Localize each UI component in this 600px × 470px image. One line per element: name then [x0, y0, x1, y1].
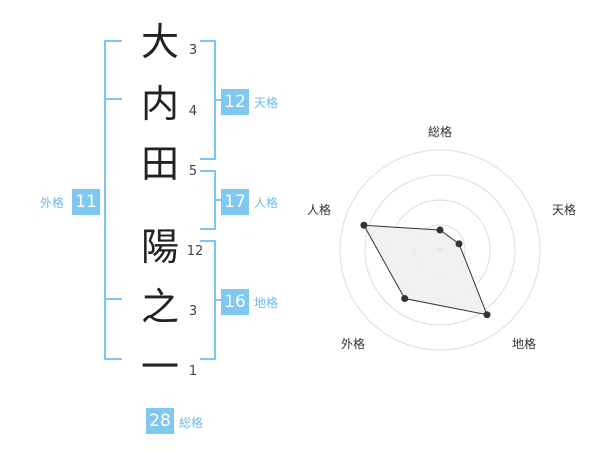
- tenkaku-value: 12: [221, 89, 249, 115]
- stroke-count-5: 3: [188, 304, 198, 319]
- chikaku-bracket-tick: [216, 299, 224, 301]
- gaikaku-bracket-tick: [104, 298, 122, 300]
- radar-point-5: [360, 221, 368, 229]
- gaikaku-value: 11: [72, 189, 100, 215]
- chikaku-label: 地格: [254, 296, 279, 310]
- name-char-1: 大: [140, 20, 179, 64]
- radar-axis-label-gaikaku: 外格: [340, 337, 365, 351]
- radar-grid-ring: [339, 149, 541, 351]
- radar-point-2: [455, 240, 463, 248]
- soukaku-value: 28: [146, 408, 174, 434]
- stroke-count-1: 3: [188, 43, 198, 58]
- radar-axis-label-tenkaku: 天格: [551, 203, 576, 217]
- gaikaku-bracket-tick: [104, 98, 122, 100]
- jinkaku-label: 人格: [254, 196, 279, 210]
- gaikaku-bracket: [104, 40, 122, 360]
- stroke-count-4: 12: [186, 244, 204, 259]
- jinkaku-value: 17: [221, 189, 249, 215]
- radar-point-4: [401, 295, 409, 303]
- name-char-6: 一: [140, 345, 179, 389]
- chikaku-value: 16: [221, 289, 249, 315]
- stroke-count-2: 4: [188, 104, 198, 119]
- jinkaku-bracket: [200, 170, 216, 230]
- radar-axis-label-chikaku: 地格: [511, 337, 536, 351]
- soukaku-label: 総格: [179, 416, 204, 430]
- tenkaku-bracket: [200, 40, 216, 160]
- stroke-count-3: 5: [188, 164, 198, 179]
- tenkaku-bracket-tick: [216, 99, 224, 101]
- radar-series-polygon: [363, 224, 488, 316]
- name-char-5: 之: [140, 285, 179, 329]
- radar-point-3: [483, 311, 491, 319]
- stroke-count-6: 1: [188, 364, 198, 379]
- radar-point-1: [436, 226, 444, 234]
- tenkaku-label: 天格: [254, 96, 279, 110]
- name-char-4: 陽: [140, 225, 179, 269]
- gaikaku-label: 外格: [40, 196, 65, 210]
- radar-axis-label-jinkaku: 人格: [306, 203, 331, 217]
- name-char-2: 内: [140, 82, 179, 126]
- radar-axis-label-soukaku: 総格: [427, 125, 452, 139]
- jinkaku-bracket-tick: [216, 199, 224, 201]
- radar-grid-ring: [364, 174, 516, 326]
- chikaku-bracket: [200, 240, 216, 360]
- name-char-3: 田: [140, 142, 179, 186]
